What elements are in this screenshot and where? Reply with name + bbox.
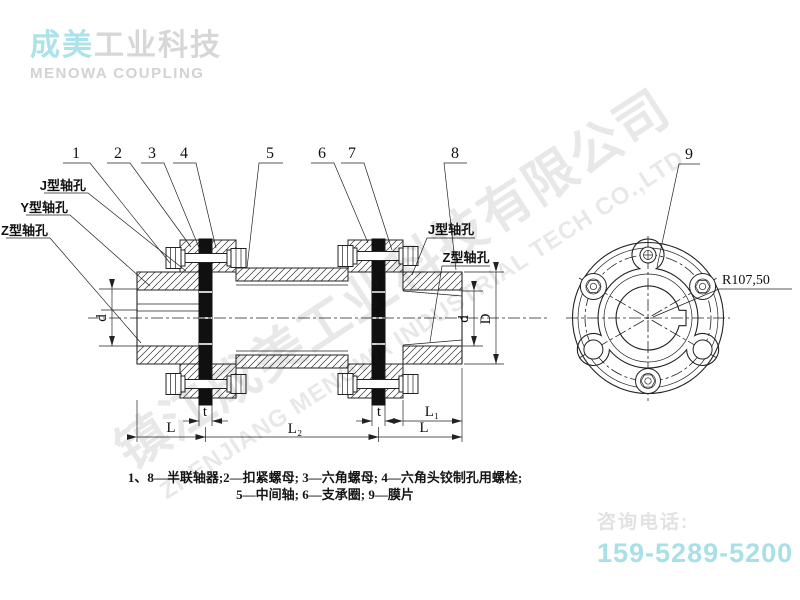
parts-legend-line1: 1、8—半联轴器;2—扣紧螺母; 3—六角螺母; 4—六角头铰制孔用螺栓; [127,470,523,485]
callout-7-label: 7 [348,145,356,162]
callout-4-label: 4 [180,145,188,162]
membrane-trilobe [576,238,720,369]
end-view: R107,50 [566,236,792,402]
parts-legend: 1、8—半联轴器;2—扣紧螺母; 3—六角螺母; 4—六角头铰制孔用螺栓; 5—… [100,469,550,503]
end-view-hole-lower-left [583,339,604,360]
dimension-L1: L₁ [393,368,463,442]
contact-phone: 159-5289-5200 [597,538,794,568]
dim-L1-label: L₁ [425,404,439,420]
dimension-d-left: d [94,279,115,346]
dim-L-left-label: L [166,420,175,436]
callout-2-label: 2 [114,145,122,162]
label-left-z: Z型轴孔 [1,223,142,344]
callout-9-label: 9 [685,146,693,163]
bore-type-labels: J型轴孔 Y型轴孔 Z型轴孔 J型轴孔 Z型轴孔 [1,178,490,344]
end-view-top-bolt [639,246,657,264]
contact-label: 咨询电话: [597,512,690,533]
dimension-D-right: D [464,262,504,365]
dimension-bottom-row: L L₂ L [127,400,462,442]
label-left-j-text: J型轴孔 [40,178,86,193]
callout-8-label: 8 [451,145,459,162]
callout-3-label: 3 [148,145,156,162]
brand-subtitle: MENOWA COUPLING [30,65,205,82]
callout-6: 6 [311,145,369,244]
label-right-j-text: J型轴孔 [428,222,474,237]
label-left-y-text: Y型轴孔 [20,200,68,215]
callout-leaders: 1 2 3 4 5 6 7 [63,145,700,271]
dimension-t-left: t [183,404,228,426]
dim-d-left-label: d [94,314,110,322]
end-view-hole-lower-right [692,339,713,360]
left-bore-lines [99,288,137,347]
parts-legend-line2: 5—中间轴; 6—支承圈; 9—膜片 [236,487,414,502]
brand-name-rest: 工业科技 [94,29,222,62]
contact-block: 咨询电话: 159-5289-5200 [597,507,793,569]
right-membrane-pack [371,238,386,406]
label-right-z: Z型轴孔 [429,250,490,343]
label-left-y: Y型轴孔 [20,200,151,287]
dim-t-left-label: t [203,404,208,420]
callout-5: 5 [246,145,283,269]
label-right-j: J型轴孔 [411,222,475,276]
end-view-upper-left-bolt [579,273,607,300]
dim-t-right-label: t [377,404,382,420]
dim-D-label: D [478,313,494,324]
dimension-d-right: d [456,281,483,347]
main-section-view [88,238,548,406]
callout-1-label: 1 [72,145,80,162]
left-membrane-pack [198,238,213,406]
label-left-z-text: Z型轴孔 [1,223,48,238]
dim-L2-label: L₂ [288,421,302,437]
label-right-z-text: Z型轴孔 [443,250,490,265]
callout-7: 7 [341,145,393,251]
brand-name-cn: 成美工业科技 [30,30,222,62]
callout-2: 2 [107,145,192,248]
dimension-t-right: t [356,404,401,426]
brand-name-highlight: 成美 [30,29,94,62]
dim-L-right-label: L [419,420,428,436]
callout-3: 3 [141,145,201,251]
brand-logo: 成美工业科技 MENOWA COUPLING [30,30,222,83]
dim-radius-label: R107,50 [722,273,770,288]
dim-d-right-label: d [456,315,472,323]
dimension-radius: R107,50 [652,273,792,318]
label-left-j: J型轴孔 [40,178,187,272]
shaft-bore [615,285,687,351]
callout-1: 1 [63,145,171,264]
callout-4: 4 [173,145,217,249]
callout-5-label: 5 [266,145,274,162]
end-view-bottom-bolt [635,368,661,394]
callout-9: 9 [656,146,700,268]
callout-6-label: 6 [318,145,326,162]
callout-8: 8 [443,145,467,271]
